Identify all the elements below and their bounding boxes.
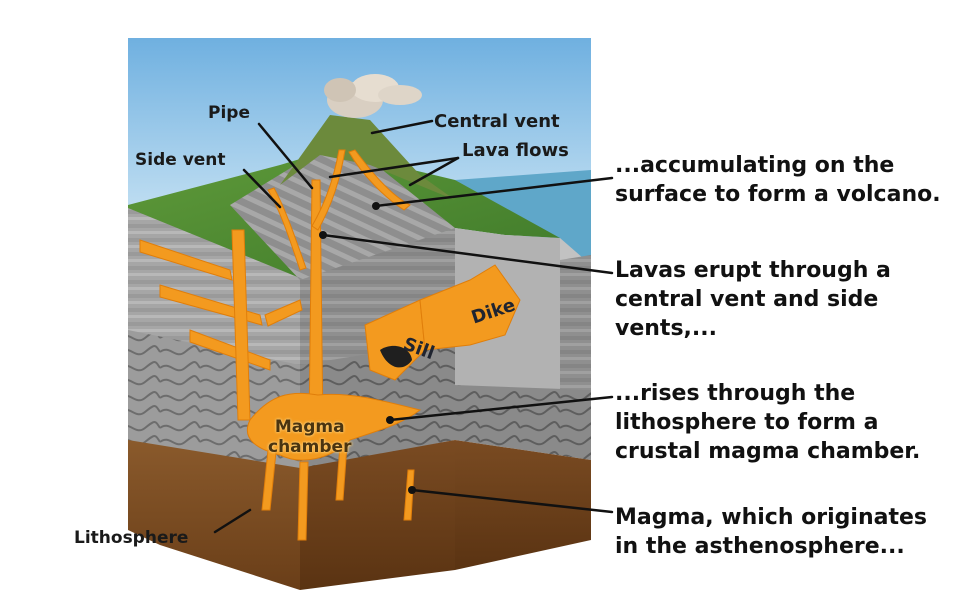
label-lithosphere: Lithosphere	[74, 528, 189, 548]
leader-lines	[213, 119, 614, 534]
volcano-cone-outer	[280, 115, 455, 200]
sill-cavity	[380, 345, 412, 368]
label-lava-flows: Lava flows	[462, 140, 569, 161]
outer-right-strata	[560, 255, 591, 400]
outer-right-asthenosphere	[455, 440, 591, 570]
caption-rises: ...rises through the lithosphere to form…	[615, 381, 921, 464]
ash-plume	[324, 74, 422, 118]
label-magma-chamber: Magma chamber	[268, 417, 352, 457]
leader-endpoints	[319, 202, 416, 494]
caption-magma-origin: Magma, which originates in the asthenosp…	[615, 505, 927, 559]
label-central-vent: Central vent	[434, 111, 560, 132]
label-side-vent: Side vent	[135, 150, 226, 170]
label-pipe: Pipe	[208, 103, 250, 123]
caption-lavas-erupt: Lavas erupt through a central vent and s…	[615, 258, 891, 341]
caption-accumulating: ...accumulating on the surface to form a…	[615, 153, 941, 207]
left-face-asthenosphere	[128, 440, 300, 590]
volcano-cone-section	[230, 150, 455, 280]
